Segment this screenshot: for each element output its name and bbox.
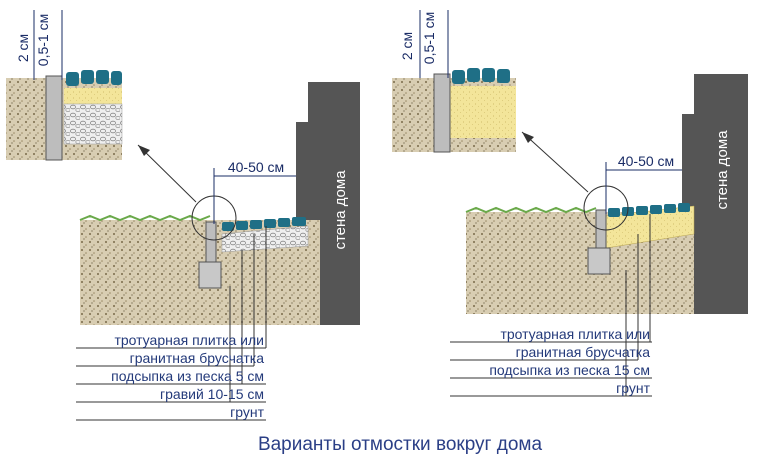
right-diagram: стена дома 40-50 см bbox=[392, 10, 748, 397]
left-diagram: стена дома 40-50 см bbox=[6, 10, 360, 421]
right-detail-dim-joint: 0,5-1 см bbox=[421, 12, 437, 64]
right-layer-granite: гранитная брусчатка bbox=[516, 344, 651, 360]
right-detail-dim-2cm: 2 см bbox=[399, 32, 415, 60]
left-wall-label: стена дома bbox=[332, 170, 349, 250]
left-zoom-detail: 2 см 0,5-1 см bbox=[6, 10, 123, 161]
left-gravel-layer bbox=[221, 225, 309, 253]
right-layer-tile: тротуарная плитка или bbox=[500, 326, 650, 342]
left-tile-row bbox=[222, 217, 306, 231]
left-layer-tile: тротуарная плитка или bbox=[114, 332, 264, 348]
right-layer-sand: подсыпка из песка 15 см bbox=[489, 362, 650, 378]
left-layer-soil: грунт bbox=[230, 404, 264, 420]
right-wall-label: стена дома bbox=[714, 130, 731, 210]
left-width-dimension: 40-50 см bbox=[228, 159, 284, 175]
right-zoom-detail: 2 см 0,5-1 см bbox=[392, 10, 516, 153]
left-layer-sand: подсыпка из песка 5 см bbox=[111, 368, 264, 384]
left-layer-gravel: гравий 10-15 см bbox=[160, 386, 264, 402]
left-detail-dim-joint: 0,5-1 см bbox=[35, 14, 51, 66]
right-width-dimension: 40-50 см bbox=[618, 153, 674, 169]
left-layer-granite: гранитная брусчатка bbox=[130, 350, 265, 366]
left-detail-dim-2cm: 2 см bbox=[15, 34, 31, 62]
figure-caption: Варианты отмостки вокруг дома bbox=[258, 434, 543, 455]
right-layer-soil: грунт bbox=[616, 380, 650, 396]
